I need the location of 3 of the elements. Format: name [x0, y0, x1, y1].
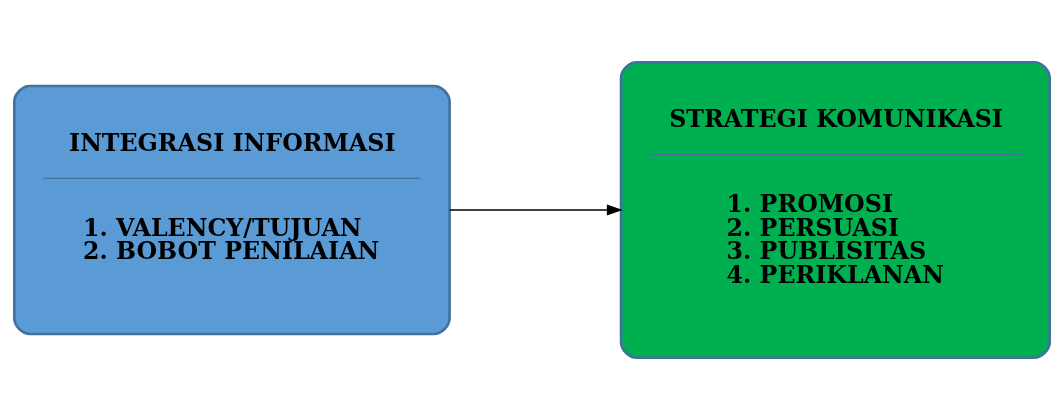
arrow: [449, 203, 623, 216]
node-box: STRATEGI KOMUNIKASI 1. PROMOSI 2. PERSUASI 3. PUBLISITAS 4. PERIKLANAN: [619, 60, 1051, 359]
node-box: INTEGRASI INFORMASI 1. VALENCY/TUJUAN 2. BOBOT PENILAIAN: [13, 84, 451, 335]
